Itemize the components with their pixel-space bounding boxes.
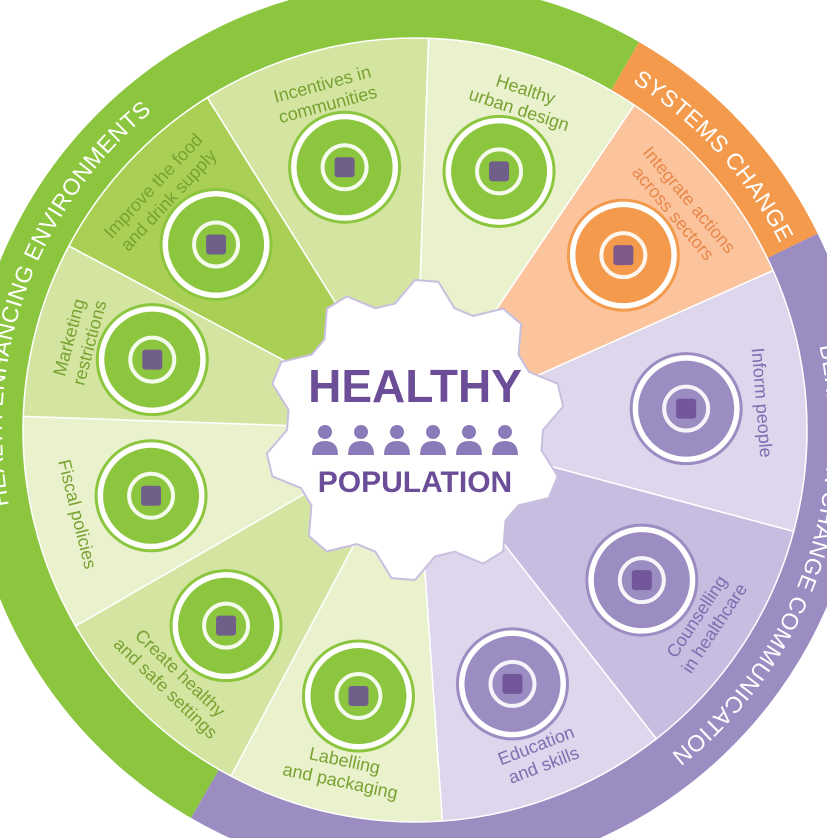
head-gears-icon [455,627,569,741]
icons [94,110,743,753]
recycle-wheat-glass-icon [159,187,273,301]
ring-systems-change [607,42,818,262]
building-trees-cyclist-icon [442,114,556,228]
center-title: HEALTHY [308,360,522,412]
center-gear-shape [265,278,565,582]
person-icon [456,425,482,455]
hand-plus-icon [585,523,699,637]
screens-stop-hand-icon [95,303,209,417]
calculator-coins-icon [94,439,208,553]
person-icon [384,425,410,455]
person-icon [420,425,446,455]
center-subtitle: POPULATION [318,466,512,499]
jar-magnifier-icon [301,639,415,753]
joined-hands-icon [566,198,680,312]
center-gear: HEALTHY POPULATION [265,278,565,582]
people-lightbulb-icon [288,110,402,224]
megaphone-icon [629,352,743,466]
person-icon [348,425,374,455]
clipboard-check-icon [169,569,283,683]
person-icon [492,425,518,455]
person-icon [312,425,338,455]
